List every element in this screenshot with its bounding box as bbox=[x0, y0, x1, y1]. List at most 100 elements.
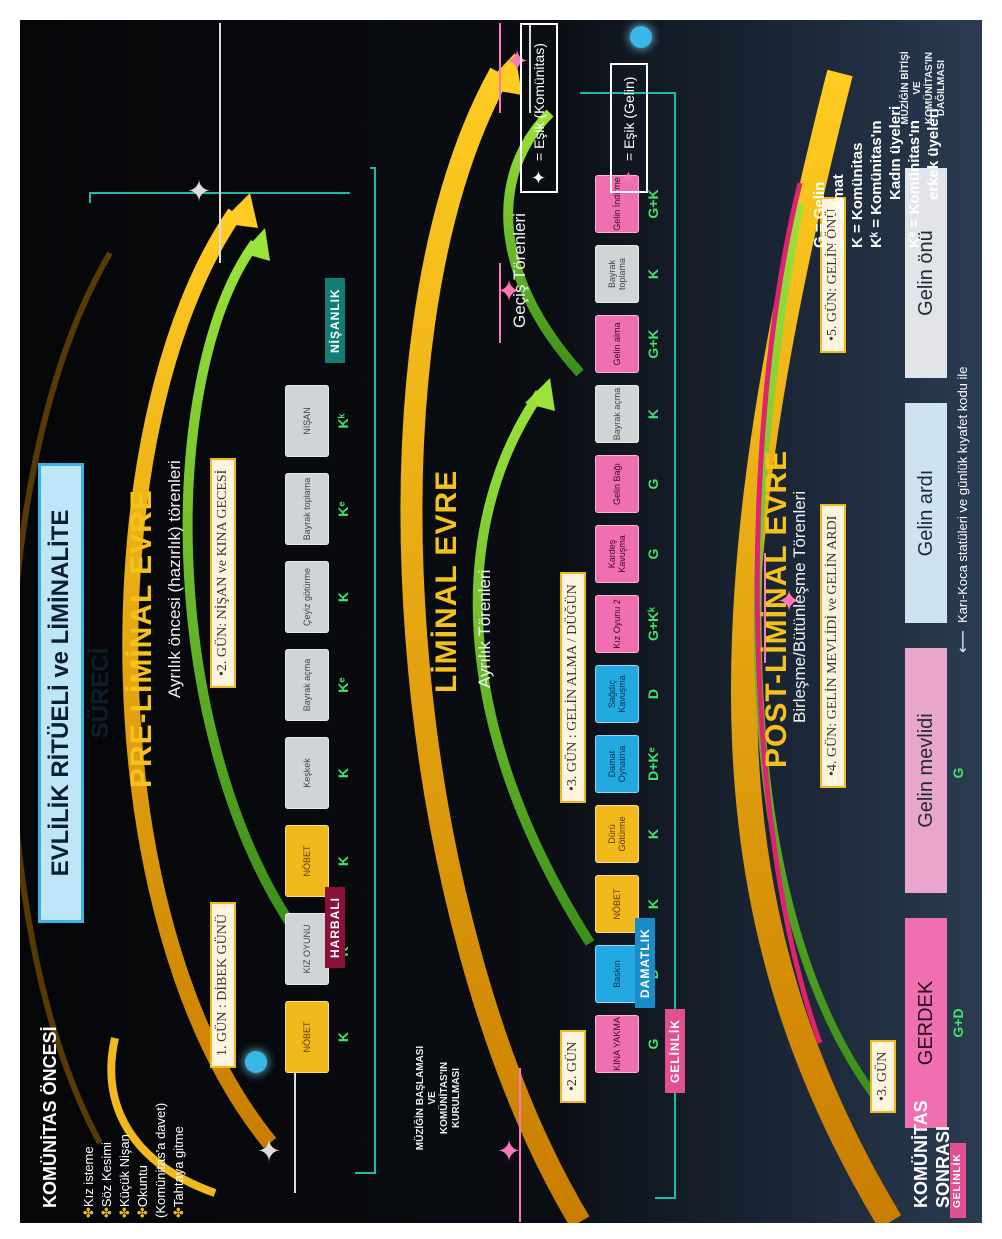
svg-text:✦: ✦ bbox=[494, 278, 527, 303]
connector-line bbox=[355, 167, 376, 1174]
svg-text:✦: ✦ bbox=[494, 1138, 527, 1163]
phase-post-liminal: POST-LİMİNAL EVRE bbox=[760, 449, 793, 768]
footer-note: Karı-Koca statüleri ve günlük kıyafet ko… bbox=[955, 366, 970, 623]
ceremony-box: KIZ OYUNU bbox=[285, 913, 329, 985]
komunitas-oncesi-list: ✤Kız isteme ✤Söz Kesimi ✤Küçük Nişan ✤Ok… bbox=[80, 1068, 188, 1218]
ceremony-tag: G bbox=[950, 767, 966, 779]
ceremony-box: Bayrak açma bbox=[285, 649, 329, 721]
legend-item: G = Gelin bbox=[811, 181, 828, 248]
ceremony-tag: Kᵉ bbox=[335, 501, 351, 517]
list-item: (Komünitas'a davet) bbox=[153, 1102, 168, 1218]
ceremony-gerdek: GERDEK bbox=[905, 918, 947, 1128]
ceremony-box: Bayrak toplama bbox=[285, 473, 329, 545]
ceremony-box: NİŞAN bbox=[285, 385, 329, 457]
ceremony-box: NÖBET bbox=[285, 1001, 329, 1073]
ceremony-tag: G bbox=[645, 1038, 661, 1050]
legend: G = Gelin D = Damat K = Komünitas Kᵏ = K… bbox=[810, 28, 943, 248]
subtitle-gecis: Geçiş Törenleri bbox=[510, 213, 529, 328]
legend-esik-komunitas: ✦= Eşik (Komünitas) bbox=[520, 23, 558, 193]
legend-esik-gelin: ✦= Eşik (Gelin) bbox=[610, 63, 648, 193]
svg-text:✦: ✦ bbox=[254, 1138, 287, 1163]
ceremony-tag: K bbox=[645, 408, 661, 420]
legend-item: K = Komünitas bbox=[849, 142, 866, 248]
banner-nisanlik: NİŞANLIK bbox=[325, 278, 345, 363]
list-item: ✤Okuntu bbox=[135, 1165, 150, 1218]
ceremony-tag: K bbox=[335, 767, 351, 779]
page-title: EVLİLİK RİTÜELİ ve LİMİNALİTE SÜRECİ bbox=[38, 463, 114, 923]
ceremony-box: NÖBET bbox=[595, 875, 639, 933]
ceremony-tag: K bbox=[335, 591, 351, 603]
list-item: ✤Kız isteme bbox=[81, 1146, 96, 1218]
arc-layer: ✦ ✦ ✦ ✦ ✦ ✦ bbox=[20, 23, 902, 1223]
ceremony-box: Çeyiz götürme bbox=[285, 561, 329, 633]
ceremony-tag: D+Kᵉ bbox=[645, 747, 661, 781]
arc-green-pre bbox=[182, 240, 295, 926]
arc-yellow-post bbox=[730, 69, 902, 1223]
ceremony-box: NÖBET bbox=[285, 825, 329, 897]
ceremony-box: Bayrak toplama bbox=[595, 245, 639, 303]
banner-damatlik: DAMATLIK bbox=[635, 918, 655, 1008]
subtitle-ayrilik: Ayrılık Törenleri bbox=[475, 569, 494, 688]
arc-green-liminal-1 bbox=[472, 390, 595, 946]
list-item: ✤Tahtaya gitme bbox=[171, 1126, 186, 1218]
diagram-canvas: ✦ ✦ ✦ ✦ ✦ ✦ EVLİLİK RİTÜELİ ve LİMİNALİT… bbox=[20, 20, 982, 1223]
banner-gelinlik: GELİNLİK bbox=[665, 1009, 685, 1093]
left-arrow-icon: ⟵ bbox=[955, 630, 972, 653]
arc-red-post bbox=[754, 182, 823, 1044]
day-3b-label: •3. GÜN bbox=[870, 1039, 896, 1113]
ceremony-tag: G bbox=[645, 478, 661, 490]
ceremony-tag: G+K bbox=[645, 329, 661, 359]
subtitle-ayrilik-oncesi: Ayrılık öncesi (hazırlık) törenleri bbox=[165, 460, 184, 698]
svg-text:✦: ✦ bbox=[774, 588, 807, 613]
ceremony-box: KINA YAKMA bbox=[595, 1015, 639, 1073]
ceremony-box: Kardeş Kavuşma bbox=[595, 525, 639, 583]
ceremony-box: Bayrak açma bbox=[595, 385, 639, 443]
ceremony-tag: K bbox=[645, 268, 661, 280]
legend-item: erkek üyeleri bbox=[925, 108, 942, 200]
banner-harbali: HARBALI bbox=[325, 887, 345, 968]
phase-pre-liminal: PRE-LİMİNAL EVRE bbox=[125, 489, 158, 788]
ceremony-box: Keşkek bbox=[285, 737, 329, 809]
komunitas-oncesi-title: KOMÜNİTAS ÖNCESİ bbox=[40, 1026, 60, 1208]
music-end-icon bbox=[630, 26, 652, 48]
arc-yellow-glow bbox=[20, 251, 113, 1145]
arc-yellow-pre bbox=[122, 208, 277, 1149]
day-2b-label: •2. GÜN bbox=[560, 1029, 586, 1103]
ceremony-box: Gelin alma bbox=[595, 315, 639, 373]
day-3-label: •3. GÜN : GELİN ALMA / DÜĞÜN bbox=[560, 572, 586, 803]
ceremony-gelin-ardi: Gelin ardı bbox=[905, 403, 947, 623]
connector-line bbox=[89, 192, 350, 203]
ceremony-tag: G bbox=[645, 548, 661, 560]
svg-text:✦: ✦ bbox=[184, 178, 217, 203]
ceremony-box: Gelin Bağı bbox=[595, 455, 639, 513]
subtitle-birlesme: Birleşme/Bütünleşme Törenleri bbox=[790, 490, 809, 723]
ceremony-box: Baskın bbox=[595, 945, 639, 1003]
ceremony-box: Kız Oyunu 2 bbox=[595, 595, 639, 653]
list-item: ✤Küçük Nişan bbox=[117, 1134, 132, 1218]
ceremony-box: Damat Oynatma bbox=[595, 735, 639, 793]
day-4-label: •4. GÜN: GELİN MEVLİDİ ve GELİN ARDI bbox=[820, 503, 846, 788]
connector-line bbox=[580, 92, 676, 1199]
ceremony-tag: K bbox=[335, 1031, 351, 1043]
legend-item: Kᵏ = Komünitas'ın bbox=[868, 120, 885, 248]
arc-yellow-liminal bbox=[400, 67, 590, 1223]
ceremony-tag: K bbox=[645, 828, 661, 840]
ceremony-tag: Kᵏ bbox=[335, 413, 351, 429]
ceremony-box: Dürü Götürme bbox=[595, 805, 639, 863]
ceremony-gelin-mevlidi: Gelin mevlidi bbox=[905, 648, 947, 893]
phase-liminal: LİMİNAL EVRE bbox=[430, 469, 463, 693]
music-start-icon bbox=[245, 1051, 267, 1073]
ceremony-tag: G+D bbox=[950, 1008, 966, 1038]
list-item: ✤Söz Kesimi bbox=[99, 1142, 114, 1218]
legend-item: D = Damat bbox=[830, 174, 847, 248]
arc-green-liminal-2 bbox=[503, 109, 584, 377]
ceremony-tag: Kᵉ bbox=[335, 677, 351, 693]
legend-item: Kadın üyeleri bbox=[887, 105, 904, 200]
ceremony-tag: K bbox=[335, 855, 351, 867]
ceremony-box: Sağdıç Kavuşma bbox=[595, 665, 639, 723]
banner-gelinlik-2: GELİNLİK bbox=[950, 1143, 966, 1218]
legend-item: Kᵉ = Komünitas'ın bbox=[906, 120, 923, 248]
svg-text:✦: ✦ bbox=[502, 48, 535, 73]
ceremony-tag: G+Kᵏ bbox=[645, 606, 661, 642]
